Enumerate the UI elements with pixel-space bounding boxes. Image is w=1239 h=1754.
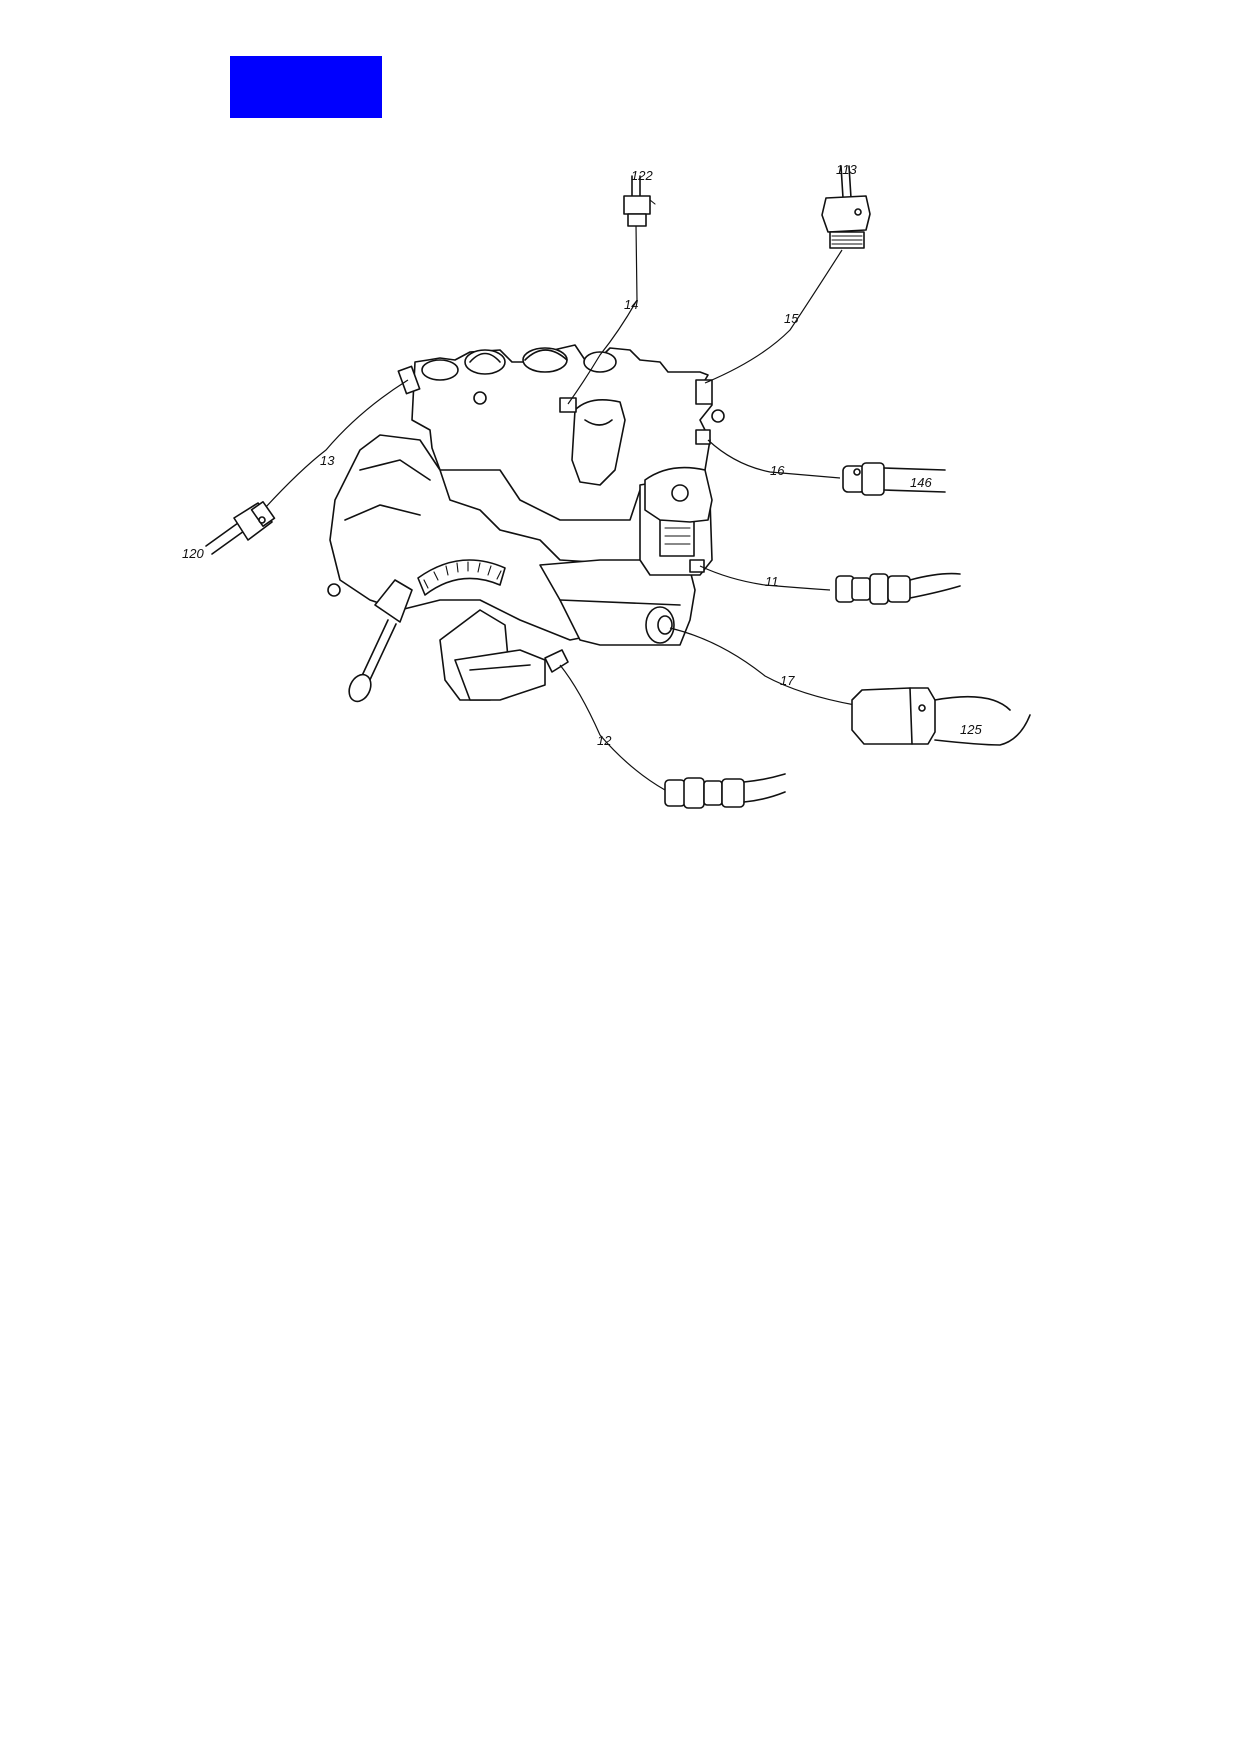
fitting-122 [623,175,656,227]
callout-122: 122 [631,168,653,183]
callout-labels: 11 12 13 14 15 16 17 113 120 122 125 146 [182,162,982,748]
fitting-120 [205,500,276,555]
callout-12: 12 [597,733,612,748]
main-assembly [327,344,725,703]
callout-11: 11 [765,574,779,589]
blue-label-block [230,56,382,118]
callout-125: 125 [960,722,982,737]
fitting-146 [842,462,946,496]
callout-15: 15 [784,311,799,326]
callout-146: 146 [910,475,932,490]
callout-17: 17 [780,673,795,688]
fitting-12 [664,773,786,809]
fitting-11 [835,572,961,605]
callout-113: 113 [836,162,857,177]
fitting-113 [821,165,871,249]
leader-lines [264,224,856,791]
callout-16: 16 [770,463,785,478]
fitting-125 [851,687,1031,746]
callout-14: 14 [624,297,638,312]
callout-120: 120 [182,546,204,561]
callout-13: 13 [320,453,335,468]
